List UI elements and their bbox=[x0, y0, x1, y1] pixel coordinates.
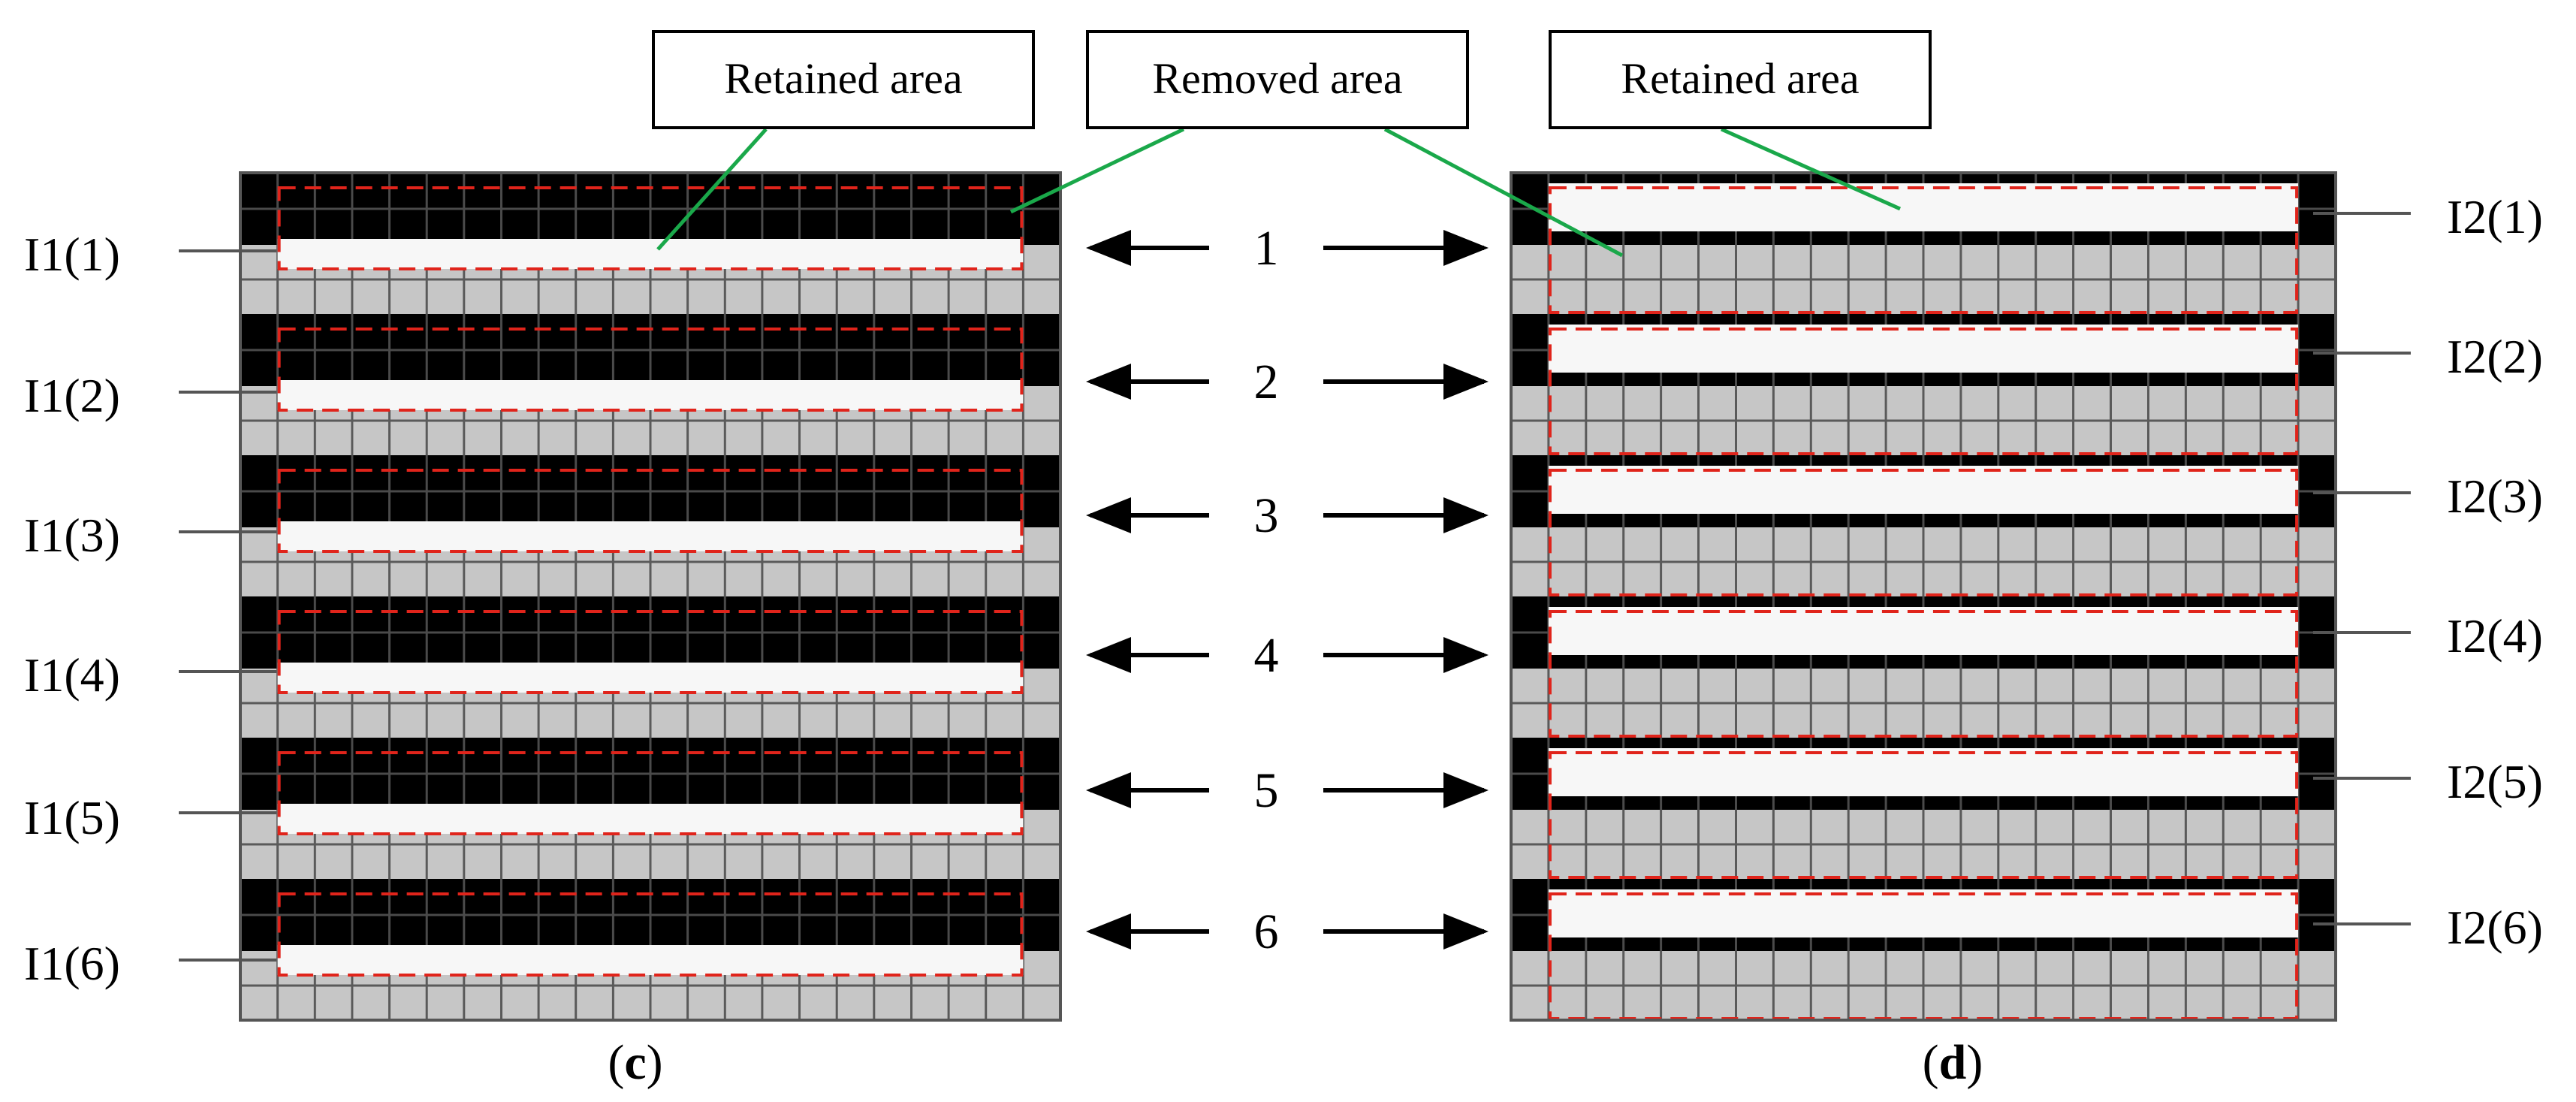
center-row-6: 6 bbox=[1086, 904, 1489, 959]
dashed-boundary-3 bbox=[277, 469, 1024, 553]
strip-band-5 bbox=[1511, 738, 2336, 879]
retained-area-2 bbox=[277, 380, 1024, 410]
callout-removed: Removed area bbox=[1086, 30, 1469, 129]
strip-band-1 bbox=[1511, 173, 2336, 314]
row-label-I2-1: I2(1) bbox=[2447, 190, 2543, 243]
row-label-I2-6: I2(6) bbox=[2447, 901, 2543, 954]
retained-area-1 bbox=[277, 239, 1024, 269]
callout-retained-right: Retained area bbox=[1549, 30, 1932, 129]
callout-retained-right-text: Retained area bbox=[1621, 54, 1859, 103]
dashed-boundary-6 bbox=[277, 892, 1024, 977]
row-label-I2-2: I2(2) bbox=[2447, 330, 2543, 383]
row-label-I1-5: I1(5) bbox=[24, 791, 120, 844]
dashed-boundary-1 bbox=[277, 186, 1024, 270]
right-panel-diagram bbox=[1510, 171, 2337, 1022]
dashed-boundary-6 bbox=[1548, 892, 2299, 1020]
strip-band-2 bbox=[1511, 314, 2336, 455]
center-row-4: 4 bbox=[1086, 628, 1489, 683]
callout-pointers bbox=[656, 127, 1902, 258]
center-row-1: 1 bbox=[1086, 221, 1489, 276]
retained-area-4 bbox=[277, 663, 1024, 693]
callout-retained-left-text: Retained area bbox=[724, 54, 962, 103]
row-label-I1-3: I1(3) bbox=[24, 509, 120, 562]
center-number-2: 2 bbox=[1254, 355, 1279, 409]
left-label-leaders bbox=[179, 249, 276, 962]
center-number-6: 6 bbox=[1254, 904, 1279, 959]
strip-band-3 bbox=[1511, 455, 2336, 596]
row-label-I2-4: I2(4) bbox=[2447, 609, 2543, 663]
row-label-I1-4: I1(4) bbox=[24, 648, 120, 702]
retained-area-5 bbox=[1548, 748, 2299, 796]
retained-area-2 bbox=[1548, 325, 2299, 373]
left-panel-diagram bbox=[239, 171, 1062, 1022]
panel-border bbox=[239, 171, 1062, 1022]
right-row-labels: I2(1) I2(2) I2(3) I2(4) I2(5) I2(6) bbox=[2447, 190, 2543, 954]
retained-area-4 bbox=[1548, 607, 2299, 655]
retained-area-3 bbox=[277, 521, 1024, 551]
retained-area-6 bbox=[277, 945, 1024, 975]
callout-removed-text: Removed area bbox=[1152, 54, 1402, 103]
dashed-boundary-2 bbox=[277, 328, 1024, 412]
center-number-5: 5 bbox=[1254, 763, 1279, 818]
center-row-2: 2 bbox=[1086, 355, 1489, 409]
pointer-retained-right bbox=[1720, 127, 1902, 211]
pointer-removed-right bbox=[1383, 127, 1624, 258]
row-label-I2-5: I2(5) bbox=[2447, 755, 2543, 808]
strip-band-3 bbox=[240, 455, 1060, 596]
center-number-1: 1 bbox=[1254, 221, 1279, 276]
retained-area-6 bbox=[1548, 889, 2299, 937]
dashed-boundary-4 bbox=[1548, 610, 2299, 738]
center-number-4: 4 bbox=[1254, 628, 1279, 683]
panel-border bbox=[1510, 171, 2337, 1022]
strip-band-6 bbox=[240, 879, 1060, 1020]
strip-band-6 bbox=[1511, 879, 2336, 1020]
row-label-I1-6: I1(6) bbox=[24, 937, 120, 990]
retained-area-5 bbox=[277, 804, 1024, 834]
callout-retained-left: Retained area bbox=[652, 30, 1035, 129]
row-label-I2-3: I2(3) bbox=[2447, 469, 2543, 523]
caption-d: (d) bbox=[1923, 1035, 1983, 1090]
center-row-5: 5 bbox=[1086, 763, 1489, 818]
pointer-removed-left bbox=[1009, 127, 1185, 214]
center-row-3: 3 bbox=[1086, 488, 1489, 543]
retained-area-3 bbox=[1548, 466, 2299, 514]
dashed-boundary-3 bbox=[1548, 469, 2299, 596]
dashed-boundary-4 bbox=[277, 610, 1024, 694]
right-label-leaders bbox=[2313, 212, 2411, 925]
center-mapping: 1 2 3 4 5 6 bbox=[1086, 221, 1489, 959]
dashed-boundary-2 bbox=[1548, 328, 2299, 455]
pointer-retained-left bbox=[656, 128, 768, 251]
strip-band-5 bbox=[240, 738, 1060, 879]
row-label-I1-2: I1(2) bbox=[24, 369, 120, 422]
caption-c: (c) bbox=[608, 1035, 662, 1090]
strip-band-4 bbox=[240, 596, 1060, 738]
retained-area-1 bbox=[1548, 183, 2299, 231]
dashed-boundary-5 bbox=[1548, 751, 2299, 879]
dashed-boundary-1 bbox=[1548, 186, 2299, 314]
dashed-boundary-5 bbox=[277, 751, 1024, 835]
strip-band-2 bbox=[240, 314, 1060, 455]
left-row-labels: I1(1) I1(2) I1(3) I1(4) I1(5) I1(6) bbox=[24, 228, 120, 990]
strip-band-1 bbox=[240, 173, 1060, 314]
center-number-3: 3 bbox=[1254, 488, 1279, 543]
strip-band-4 bbox=[1511, 596, 2336, 738]
row-label-I1-1: I1(1) bbox=[24, 228, 120, 281]
